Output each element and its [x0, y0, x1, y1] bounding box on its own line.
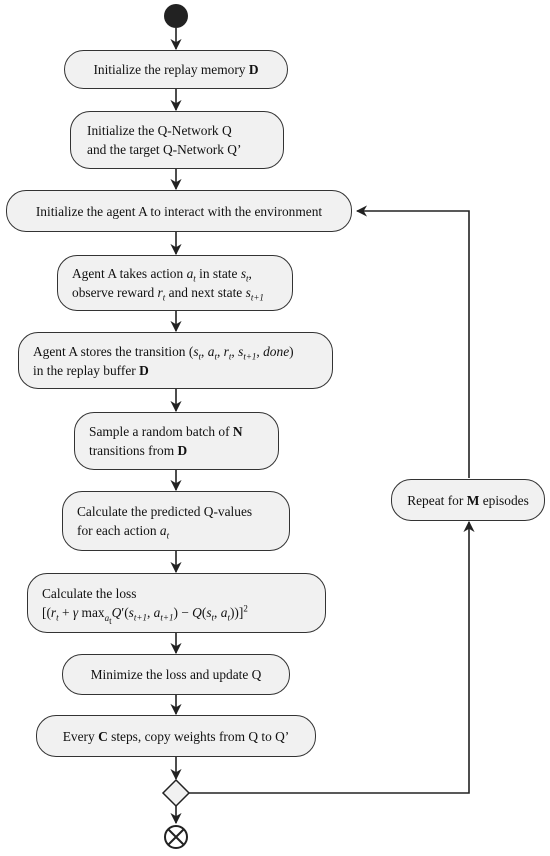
node-repeat-episodes: Repeat for M episodes: [391, 479, 545, 521]
node-take-action: Agent A takes action at in state st, obs…: [57, 255, 293, 311]
node-calc-loss: Calculate the loss [(rt + γ maxatQ′(st+1…: [27, 573, 326, 633]
node-sample-batch: Sample a random batch of N transitions f…: [74, 412, 279, 470]
arrow-repeat-to-agent: [355, 205, 470, 478]
end-node: [164, 825, 188, 849]
node-minimize-loss: Minimize the loss and update Q: [62, 654, 290, 695]
node-init-qnetwork: Initialize the Q-Network Q and the targe…: [70, 111, 284, 169]
node-calc-qvalues: Calculate the predicted Q-values for eac…: [62, 491, 290, 551]
node-copy-weights: Every C steps, copy weights from Q to Q’: [36, 715, 316, 757]
node-store-transition: Agent A stores the transition (st, at, r…: [18, 332, 333, 389]
node-init-agent: Initialize the agent A to interact with …: [6, 190, 352, 232]
node-init-memory: Initialize the replay memory D: [64, 50, 288, 89]
start-node: [164, 4, 188, 28]
arrow-decision-to-repeat: [189, 520, 475, 794]
decision-diamond: [161, 778, 191, 808]
